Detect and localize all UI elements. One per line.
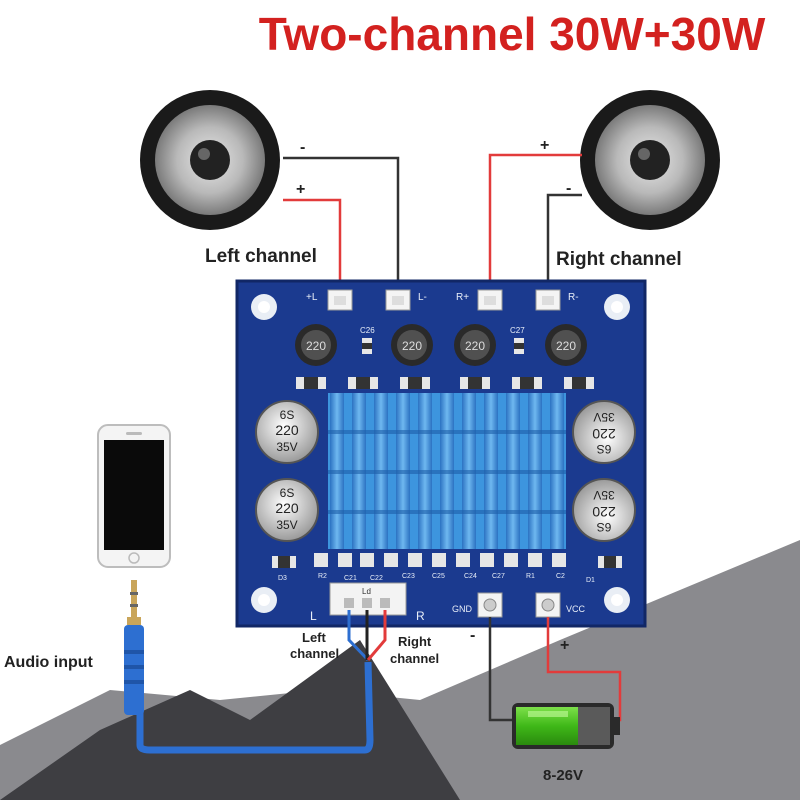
left-plus-sign: +	[296, 181, 305, 198]
input-left-label-2: channel	[290, 646, 339, 661]
wire-left-minus	[283, 156, 400, 292]
inductor-value: 220	[306, 339, 326, 353]
inductor-value: 220	[465, 339, 485, 353]
input-right-label-2: channel	[390, 651, 439, 666]
svg-text:35V: 35V	[593, 488, 614, 502]
audio-input-connector: Ld	[329, 582, 407, 616]
battery-icon	[512, 703, 620, 749]
svg-text:6S: 6S	[280, 408, 295, 422]
amplifier-board: +L L- R+ R- 220 220 220 220 C26 C27	[235, 279, 647, 628]
inductor: 220	[454, 324, 496, 366]
voltage-label: 8-26V	[543, 767, 583, 784]
audio-jack-icon	[124, 580, 144, 715]
terminal-label-right-plus: R+	[456, 292, 469, 303]
svg-text:Ld: Ld	[362, 587, 371, 596]
right-channel-label: Right channel	[556, 249, 682, 270]
silk-label-r: R	[416, 609, 425, 623]
silk-label: C27	[492, 573, 505, 580]
terminal-vcc	[535, 592, 561, 618]
silk-label: D3	[278, 575, 287, 582]
inductor-value: 220	[556, 339, 576, 353]
mounting-hole	[251, 587, 277, 613]
silk-label-gnd: GND	[452, 604, 473, 614]
inductor: 220	[295, 324, 337, 366]
diagram-title: Two-channel 30W+30W	[259, 8, 766, 60]
wire-right-plus	[488, 153, 582, 292]
silk-label-l: L	[310, 609, 317, 623]
svg-text:220: 220	[592, 504, 616, 520]
silk-label: R2	[318, 573, 327, 580]
smartphone-icon	[97, 424, 171, 568]
silk-label: C25	[432, 573, 445, 580]
audio-cable	[136, 661, 374, 754]
wire-right-minus	[546, 193, 582, 292]
svg-text:6S: 6S	[597, 442, 612, 456]
silk-label: R1	[526, 573, 535, 580]
wire-gnd	[488, 617, 512, 722]
terminal-left-plus	[327, 289, 353, 311]
left-channel-label: Left channel	[205, 246, 317, 267]
input-right-label-1: Right	[398, 634, 432, 649]
speaker-left-icon	[140, 90, 280, 230]
vcc-plus-sign: +	[560, 637, 569, 654]
terminal-right-minus	[535, 289, 561, 311]
capacitor-right-top: 6S 220 35V	[572, 400, 636, 464]
wire-input-left	[347, 610, 370, 662]
audio-input-label: Audio input	[4, 654, 94, 671]
svg-text:35V: 35V	[276, 440, 297, 454]
terminal-right-plus	[477, 289, 503, 311]
terminal-label-left-plus: +L	[306, 292, 318, 303]
silk-label-vcc: VCC	[566, 604, 586, 614]
mounting-hole	[604, 587, 630, 613]
mounting-hole	[251, 294, 277, 320]
silk-label: C27	[510, 326, 525, 335]
silk-label: C23	[402, 573, 415, 580]
silk-label: C26	[360, 326, 375, 335]
silk-label: D1	[586, 577, 595, 584]
smd-row-bottom	[272, 553, 622, 568]
svg-text:220: 220	[592, 426, 616, 442]
svg-text:6S: 6S	[597, 520, 612, 534]
smd-row-top	[296, 377, 594, 389]
wire-input-right	[366, 610, 387, 661]
svg-text:35V: 35V	[276, 518, 297, 532]
speaker-right-icon	[580, 90, 720, 230]
smd-component	[362, 338, 372, 354]
smd-component	[514, 338, 524, 354]
gnd-minus-sign: -	[470, 627, 475, 644]
svg-text:220: 220	[275, 500, 299, 516]
silk-label: C2	[556, 573, 565, 580]
svg-text:35V: 35V	[593, 410, 614, 424]
right-plus-sign: +	[540, 137, 549, 154]
heatsink	[328, 393, 566, 549]
silk-label: C22	[370, 575, 383, 582]
left-minus-sign: -	[300, 139, 305, 156]
inductor: 220	[391, 324, 433, 366]
capacitor-left-top: 6S 220 35V	[255, 400, 319, 464]
silk-label: C21	[344, 575, 357, 582]
terminal-label-left-minus: L-	[418, 292, 427, 303]
right-minus-sign: -	[566, 180, 571, 197]
terminal-label-right-minus: R-	[568, 292, 579, 303]
terminal-gnd	[477, 592, 503, 618]
background-shape-dark	[0, 640, 460, 800]
capacitor-right-bottom: 6S 220 35V	[572, 478, 636, 542]
svg-text:6S: 6S	[280, 486, 295, 500]
capacitor-left-bottom: 6S 220 35V	[255, 478, 319, 542]
inductor-value: 220	[402, 339, 422, 353]
inductor: 220	[545, 324, 587, 366]
terminal-left-minus	[385, 289, 411, 311]
wire-left-plus	[283, 198, 342, 292]
silk-label: C24	[464, 573, 477, 580]
mounting-hole	[604, 294, 630, 320]
input-left-label-1: Left	[302, 630, 327, 645]
svg-text:220: 220	[275, 422, 299, 438]
